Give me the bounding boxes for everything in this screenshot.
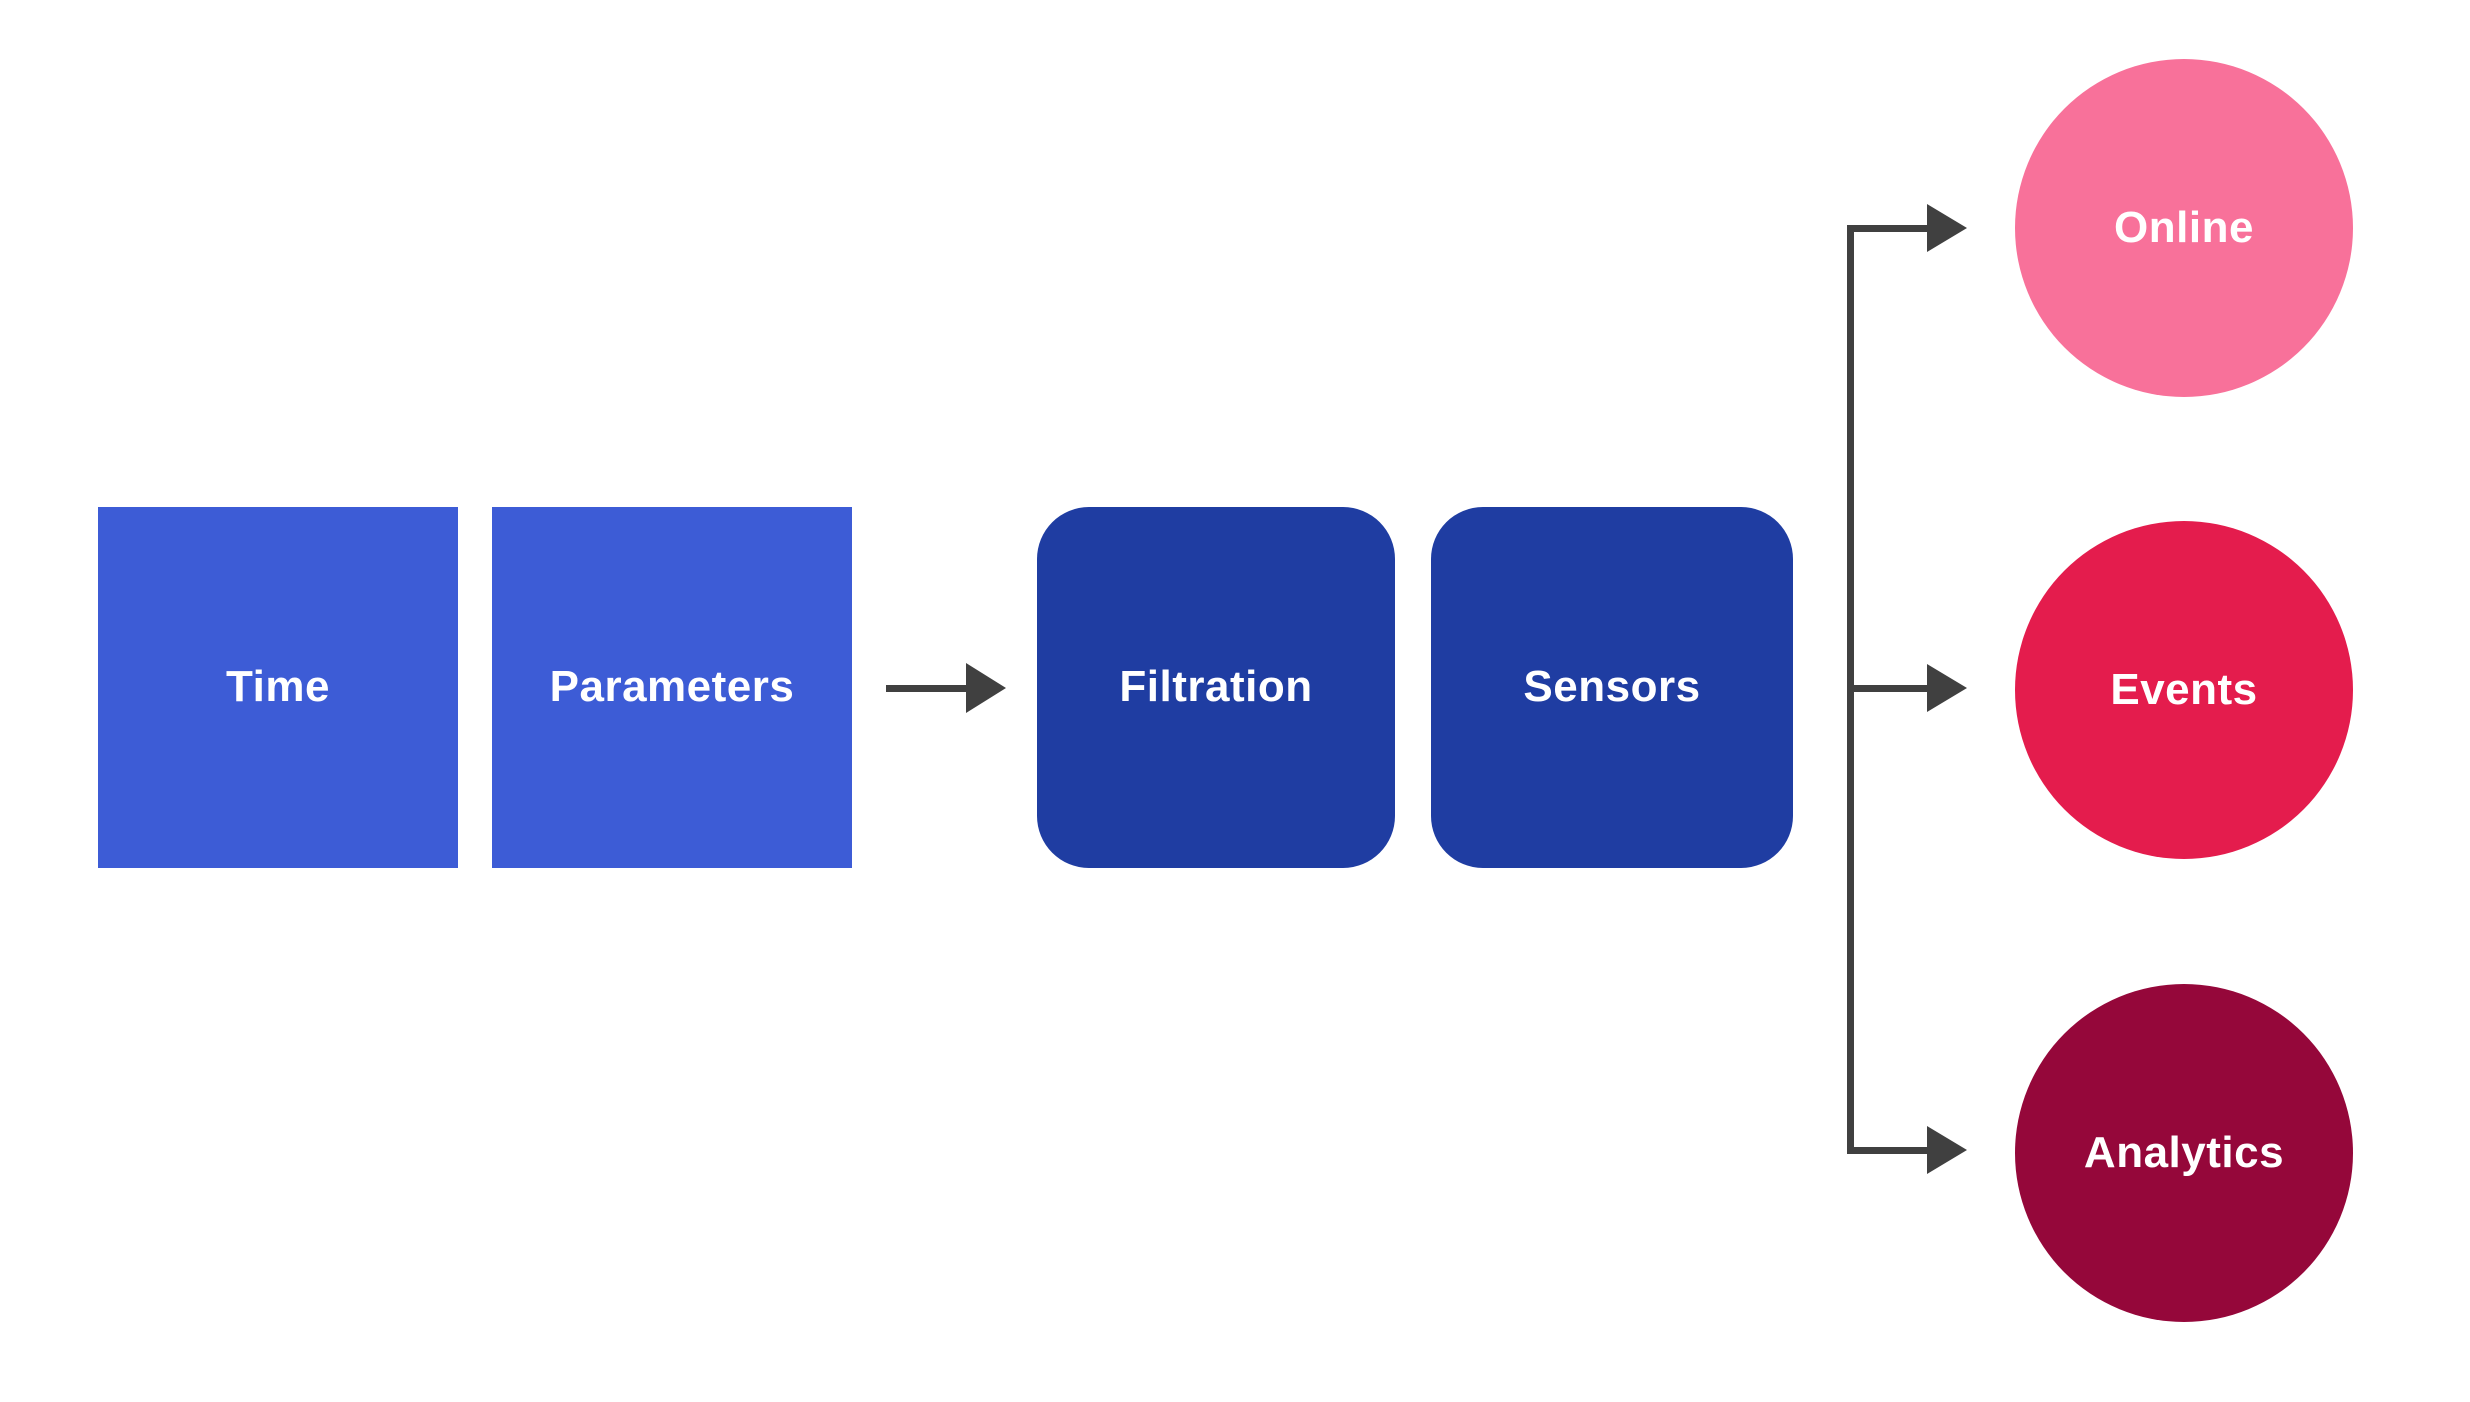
- parameters-label: Parameters: [549, 662, 795, 712]
- parameters-node: Parameters: [492, 507, 852, 868]
- time-label: Time: [226, 662, 330, 712]
- events-node: Events: [2015, 521, 2353, 859]
- branch-arrow-analytics-head: [1927, 1126, 1967, 1174]
- analytics-node: Analytics: [2015, 984, 2353, 1322]
- branch-arrow-online-shaft: [1847, 225, 1927, 232]
- sensors-label: Sensors: [1523, 662, 1701, 712]
- filtration-node: Filtration: [1037, 507, 1395, 868]
- analytics-label: Analytics: [2083, 1127, 2285, 1177]
- branch-arrow-events-head: [1927, 664, 1967, 712]
- flow-arrow-head: [966, 663, 1006, 713]
- filtration-label: Filtration: [1119, 662, 1313, 712]
- flow-arrow-shaft: [886, 685, 966, 692]
- online-label: Online: [2114, 202, 2254, 252]
- branch-arrow-events-shaft: [1847, 685, 1927, 692]
- online-node: Online: [2015, 59, 2353, 397]
- branch-arrow-online-head: [1927, 204, 1967, 252]
- time-node: Time: [98, 507, 458, 868]
- sensors-node: Sensors: [1431, 507, 1793, 868]
- branch-arrow-analytics-shaft: [1847, 1147, 1927, 1154]
- events-label: Events: [2110, 664, 2258, 714]
